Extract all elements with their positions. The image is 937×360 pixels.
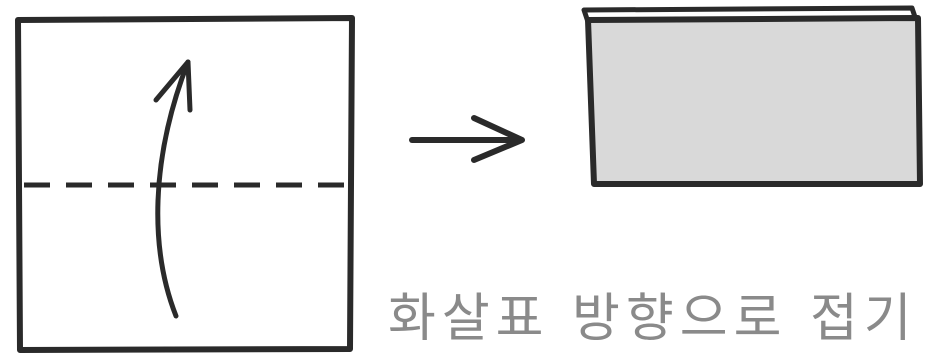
folded-paper-step	[581, 5, 923, 187]
unfolded-paper-step	[15, 15, 355, 353]
right-arrow-icon	[409, 115, 525, 163]
paper-square	[15, 15, 355, 353]
fold-instruction-caption: 화살표 방향으로 접기	[388, 289, 918, 349]
folded-paper-back-edge	[581, 5, 919, 23]
curved-up-arrow-icon	[153, 59, 193, 319]
folded-paper-front	[585, 15, 923, 187]
